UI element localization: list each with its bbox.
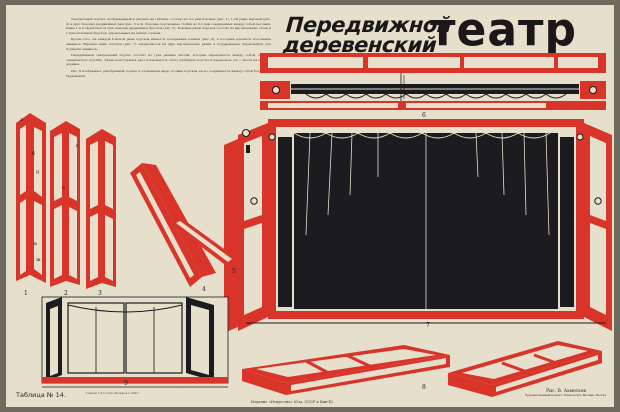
label-v: в [34,241,37,247]
label-d: д [36,169,39,175]
author-subtitle: Художественный портал. Технологич. Москв… [525,393,607,397]
paragraph-1: Театральный портал, изображенный в рисун… [66,17,271,35]
beam-figure [170,217,238,267]
label-4: 4 [202,286,206,293]
label-8: 8 [422,384,426,391]
label-2: 2 [64,290,68,297]
assembled-portal-figure [41,296,229,388]
paragraph-3: Передвижной театральный портал состоит и… [66,53,271,67]
paragraph-2: Кроме того, на каждой боковой раме порта… [66,37,271,51]
platform-frames-figure [242,341,602,397]
author-box: Рис. В. Ахметьев Художественный портал. … [522,389,610,398]
label-5: 5 [232,268,236,275]
label-b: б [32,150,35,157]
body-text: Театральный портал, изображенный в рисун… [66,17,271,78]
label-1: 1 [24,290,28,297]
label-7: 7 [426,322,430,329]
label-e: е [62,185,65,191]
folding-panels-figure [16,113,116,289]
title-big: театр [430,5,578,58]
author-name: Рис. В. Ахметьев [546,389,586,394]
label-6: 6 [422,112,426,119]
paragraph-4: Рис. 8 изображает разобранный портал в с… [66,68,271,78]
poster: Театральный портал, изображенный в рисун… [6,5,614,407]
table-label: Таблица № 14. [16,391,66,399]
label-a: а [20,117,23,123]
label-9: 9 [124,380,128,387]
label-3: 3 [98,290,102,297]
drawings: а б в г д е ж 1 2 3 4 5 6 7 8 9 [16,53,612,397]
figure-labels: а б в г д е ж 1 2 3 4 5 6 7 8 9 [20,112,430,391]
label-g: г [76,143,79,149]
main-portal-figure [224,119,612,333]
print-info: Главлит 1-й Гостип. Москва 4-я 1930 г. [86,392,141,395]
publisher: Издание «Искусство» (Отд. СССР и Кин-Б) [251,400,333,404]
top-frame-figure [260,53,606,110]
label-zh: ж [36,257,41,263]
